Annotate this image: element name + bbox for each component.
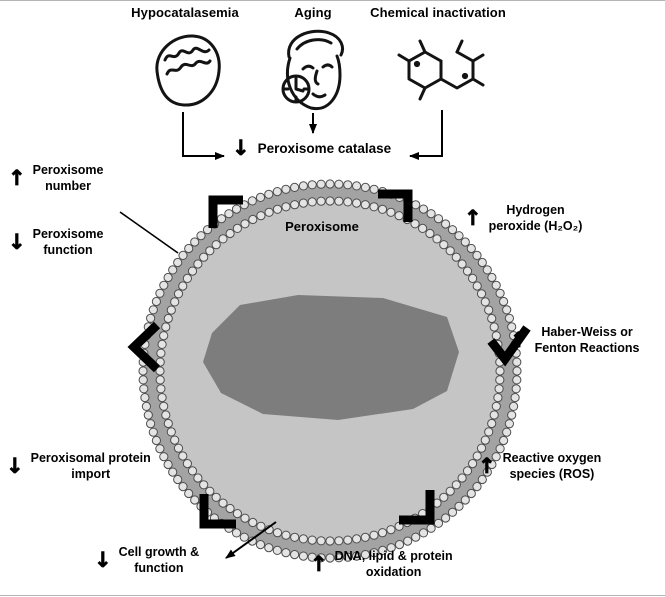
annotation-peroxisome-function: ↓ Peroxisome function (8, 226, 104, 259)
connector-number-function-line (119, 211, 179, 254)
arrow-chemical-to-catalase (409, 110, 443, 160)
annotation-line: function (43, 243, 93, 258)
cause-label-hypocatalasemia: Hypocatalasemia (131, 5, 239, 20)
hypocatalasemia-wavy-cell-icon (155, 34, 221, 107)
annotation-line: species (ROS) (509, 467, 595, 482)
down-arrow-icon: ↓ (6, 453, 24, 478)
annotation-line: number (45, 179, 91, 194)
arrow-hypocatalasemia-to-catalase (182, 112, 225, 160)
annotation-line: Reactive oxygen (502, 451, 602, 465)
annotation-line: Cell growth & (118, 545, 200, 559)
cause-label-aging: Aging (294, 5, 332, 20)
aging-face-clock-icon (281, 29, 344, 111)
annotation-peroxisome-number: ↑ Peroxisome number (8, 162, 104, 195)
membrane-bead-layer (138, 179, 522, 563)
up-arrow-icon: ↑ (310, 551, 328, 576)
peroxisome-core (203, 295, 459, 420)
down-arrow-icon: ↓ (8, 229, 26, 254)
up-arrow-icon: ↑ (510, 327, 528, 352)
membrane-bracket-top-left (208, 195, 243, 228)
figure-bottom-rule (0, 595, 665, 596)
membrane-bracket-top-right (378, 189, 413, 222)
annotation-haber-weiss: ↑ Haber-Weiss or Fenton Reactions (510, 324, 640, 357)
annotation-line: Peroxisomal protein (30, 451, 151, 465)
annotation-line: Fenton Reactions (534, 341, 640, 356)
up-arrow-icon: ↑ (8, 165, 26, 190)
annotation-line: DNA, lipid & protein (334, 549, 453, 563)
annotation-hydrogen-peroxide: ↑ Hydrogen peroxide (H₂O₂) (464, 202, 583, 235)
catalase-effect: ↓ Peroxisome catalase (232, 136, 392, 160)
figure-top-rule (0, 0, 665, 1)
annotation-ros: ↑ Reactive oxygen species (ROS) (478, 450, 602, 483)
catalase-label: Peroxisome catalase (257, 141, 392, 156)
annotation-cell-growth: ↓ Cell growth & function (94, 544, 200, 577)
annotation-dna-oxidation: ↑ DNA, lipid & protein oxidation (310, 548, 453, 581)
peroxisome-membrane (143, 184, 517, 558)
annotation-line: import (71, 467, 111, 482)
membrane-bracket-bottom-right (399, 490, 435, 525)
annotation-line: function (134, 561, 184, 576)
up-arrow-icon: ↑ (478, 453, 496, 478)
annotation-protein-import: ↓ Peroxisomal protein import (6, 450, 151, 483)
membrane-chevron-left (127, 321, 161, 373)
annotation-line: Hydrogen (506, 203, 565, 217)
up-arrow-icon: ↑ (464, 205, 482, 230)
down-arrow-icon: ↓ (232, 136, 250, 160)
peroxisome-label: Peroxisome (285, 219, 359, 234)
annotation-line: Peroxisome (32, 163, 104, 177)
membrane-bracket-bottom-left (199, 494, 236, 529)
down-arrow-icon: ↓ (94, 547, 112, 572)
cause-label-chemical-inactivation: Chemical inactivation (370, 5, 506, 20)
annotation-line: peroxide (H₂O₂) (488, 219, 583, 234)
annotation-line: Haber-Weiss or (541, 325, 633, 339)
chemical-structure-icon (397, 39, 485, 101)
annotation-line: Peroxisome (32, 227, 104, 241)
connector-cell-growth-arrow (225, 521, 277, 559)
annotation-line: oxidation (365, 565, 422, 580)
membrane-check-right (487, 325, 531, 367)
